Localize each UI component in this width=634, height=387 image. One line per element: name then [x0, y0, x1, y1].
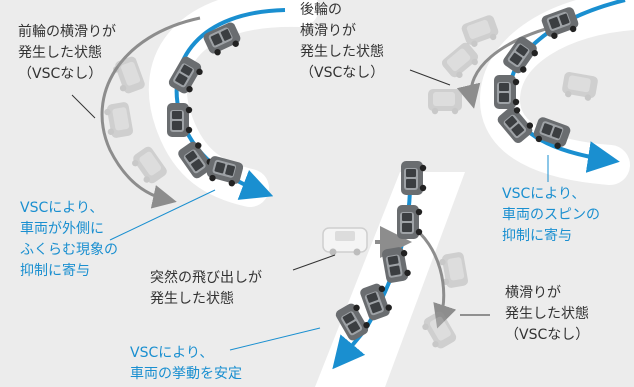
label-vsc-stabilize: VSCにより、 車両の挙動を安定 — [130, 345, 242, 382]
gray-trajectory-left — [100, 16, 201, 209]
label-vsc-spin-suppression: VSCにより、 車両のスピンの 抑制に寄与 — [502, 186, 600, 244]
gray-trajectory-right — [456, 23, 561, 109]
label-skid-occurred: 横滑りが 発生した状態 （VSCなし） — [505, 285, 590, 343]
car-icon — [397, 205, 423, 239]
scene-rear-skid — [409, 0, 634, 185]
pointer-line — [409, 69, 451, 86]
pointer-line-blue — [109, 189, 216, 241]
pointer-line — [71, 94, 96, 119]
label-vsc-outward-suppression: VSCにより、 車両が外側に ふくらむ現象の 抑制に寄与 — [20, 200, 118, 279]
label-sudden-dash-out: 突然の飛び出しが 発生した状態 — [150, 270, 262, 307]
label-front-wheel-skid: 前輪の横滑りが 発生した状態 （VSCなし） — [18, 24, 116, 82]
pointer-line-blue — [229, 327, 321, 351]
pedestrian-car-icon — [322, 227, 368, 257]
scene-front-skid — [71, 0, 319, 241]
scene-dash-out — [229, 161, 490, 387]
pointer-line — [292, 254, 336, 271]
car-icon — [401, 161, 427, 195]
label-rear-wheel-skid: 後輪の 横滑りが 発生した状態 （VSCなし） — [300, 2, 385, 81]
car-icon — [494, 75, 520, 109]
car-icon — [167, 103, 193, 137]
